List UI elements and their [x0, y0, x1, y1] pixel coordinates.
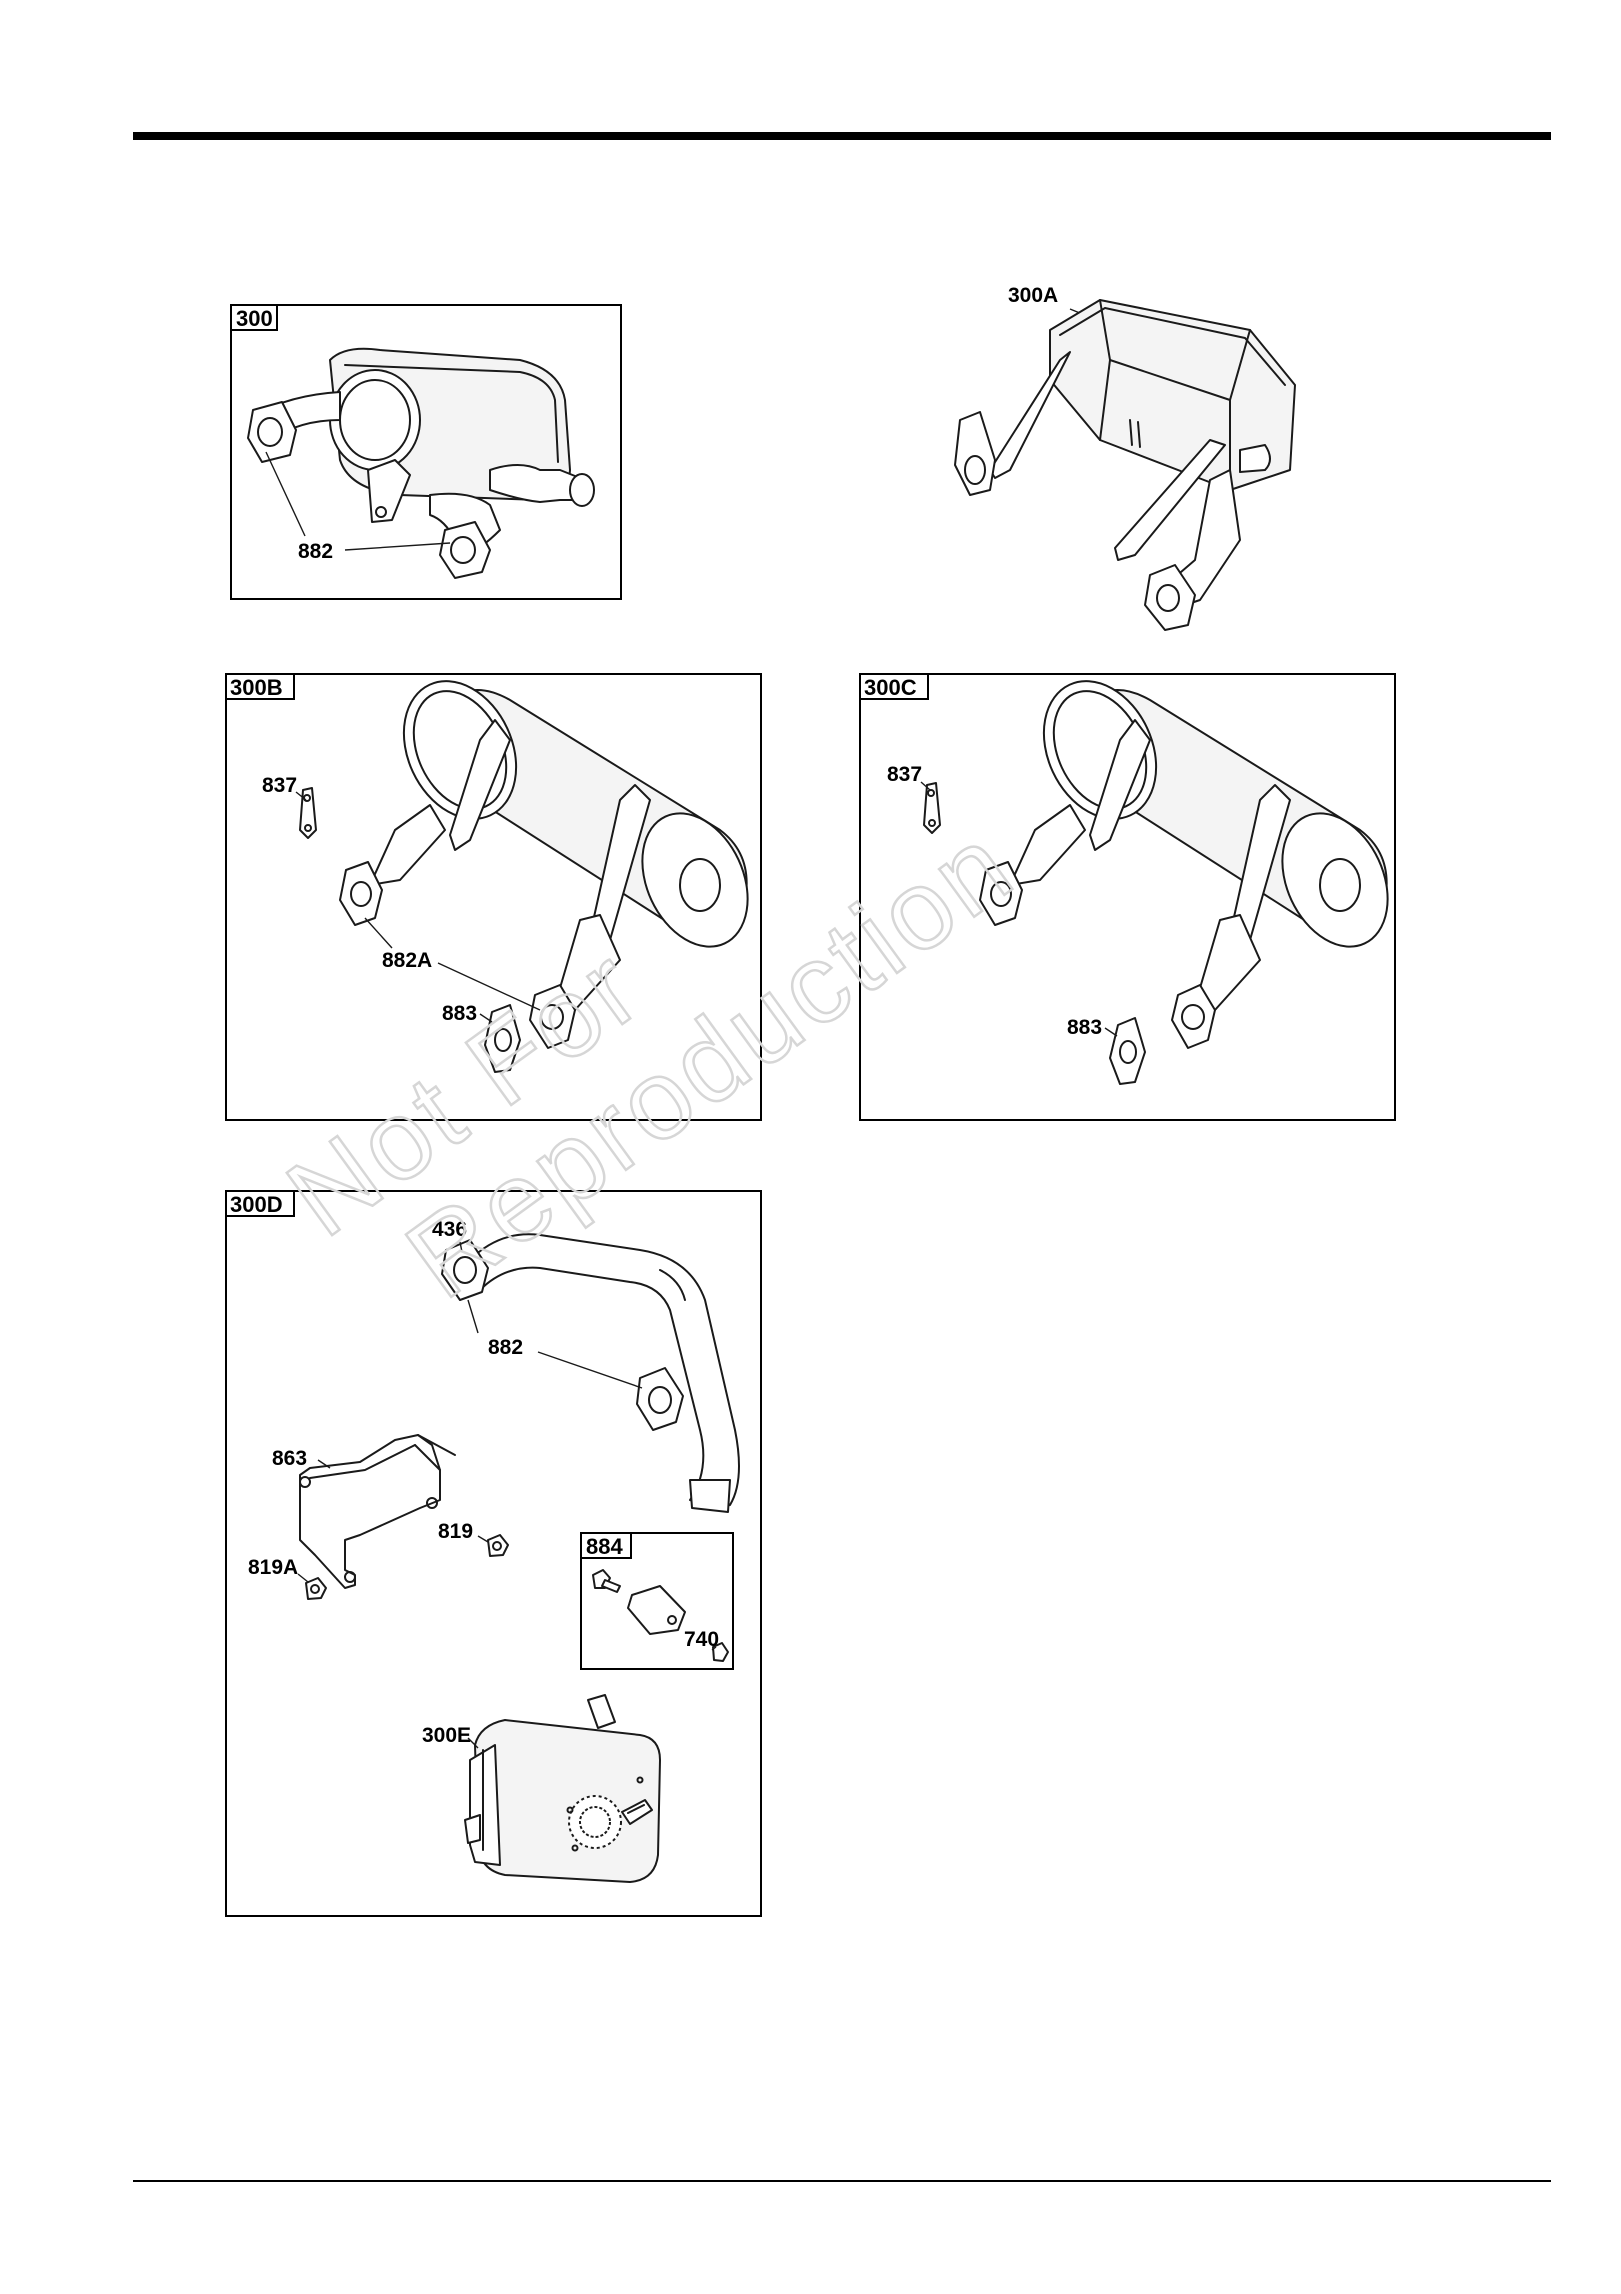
- leader-819: [478, 1536, 488, 1542]
- callout-300E: 300E: [422, 1724, 471, 1747]
- callout-819A: 819A: [248, 1556, 298, 1579]
- callout-819: 819: [438, 1520, 473, 1543]
- panel-300D: 300D 436 882: [226, 1191, 761, 1916]
- panel-300D-tag: 300D: [230, 1192, 283, 1217]
- callout-882-d: 882: [488, 1336, 523, 1359]
- callout-740: 740: [684, 1628, 719, 1651]
- panel-884: 884 740: [581, 1533, 733, 1669]
- screw-819A-drawing: [306, 1578, 326, 1599]
- muffler-300A-drawing: [955, 300, 1295, 630]
- callout-882A: 882A: [382, 949, 432, 972]
- callout-863: 863: [272, 1447, 307, 1470]
- panel-300C-tag: 300C: [864, 675, 917, 700]
- panel-300-tag: 300: [236, 306, 273, 331]
- panel-300A: 300A: [955, 284, 1295, 630]
- leader-837-c: [921, 782, 930, 790]
- callout-883-c: 883: [1067, 1016, 1102, 1039]
- muffler-300E-drawing: [465, 1695, 660, 1882]
- callout-837: 837: [262, 774, 297, 797]
- panel-300: 300 882: [231, 305, 621, 599]
- callout-882: 882: [298, 540, 333, 563]
- callout-300A: 300A: [1008, 284, 1058, 307]
- panel-300B-tag: 300B: [230, 675, 283, 700]
- leader-882-d-b: [538, 1352, 642, 1388]
- leader-883-c: [1105, 1028, 1117, 1036]
- panel-884-tag: 884: [586, 1534, 623, 1559]
- screw-819-drawing: [488, 1535, 508, 1556]
- leader-882A-a: [365, 918, 392, 948]
- heat-shield-drawing: [300, 1435, 455, 1588]
- leader-882-a: [266, 452, 305, 536]
- leader-882-b: [345, 543, 450, 550]
- callout-837-c: 837: [887, 763, 922, 786]
- leader-819A: [298, 1574, 308, 1582]
